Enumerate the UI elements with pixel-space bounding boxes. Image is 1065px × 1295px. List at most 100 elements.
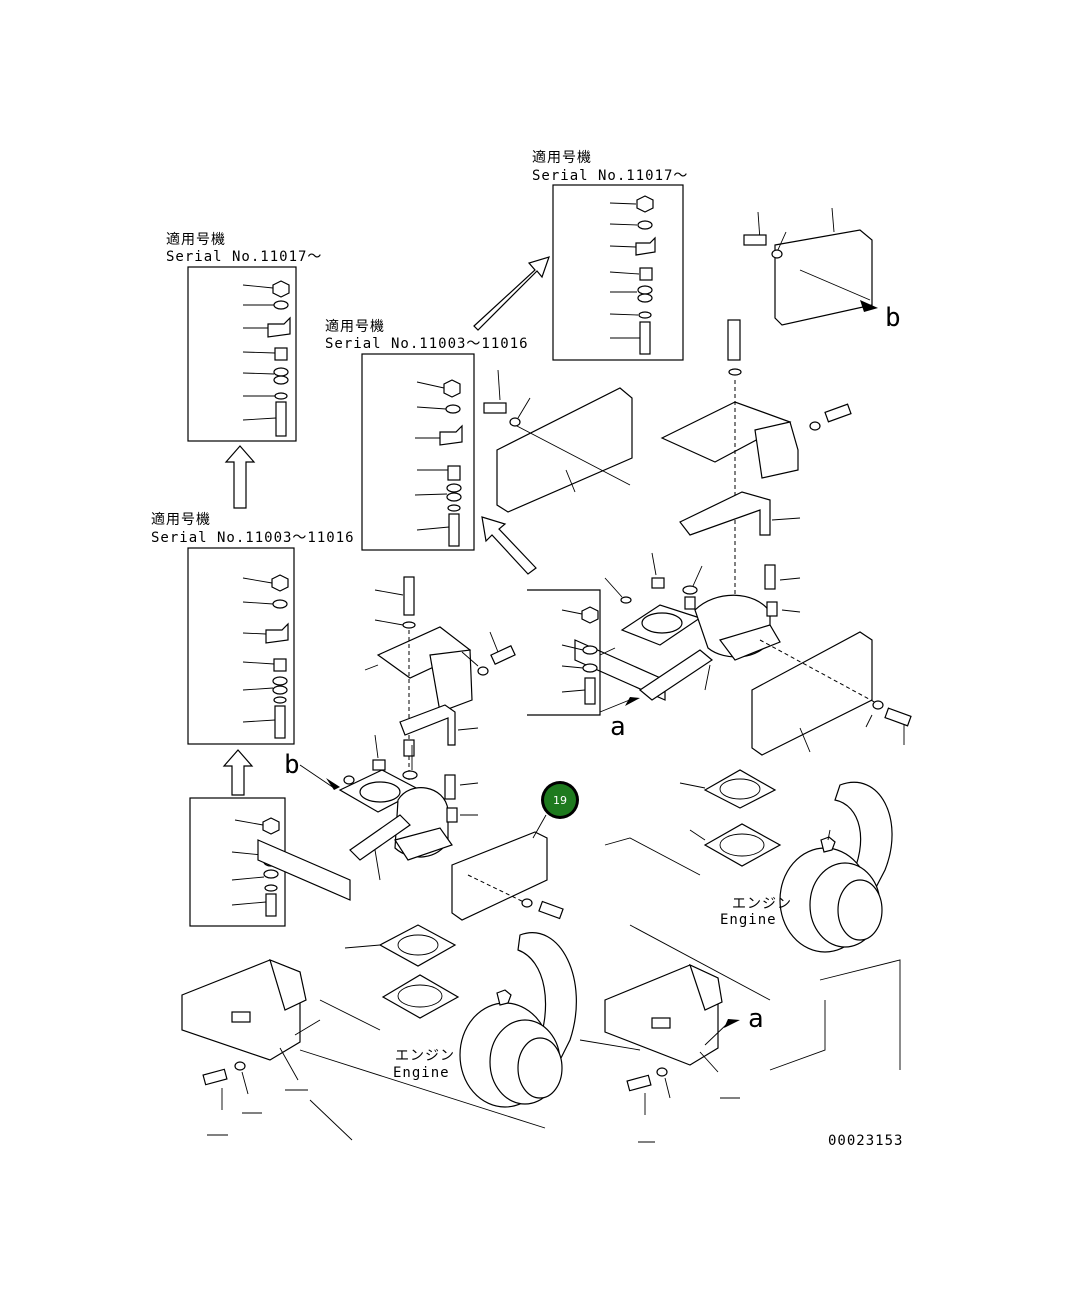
washer-icon	[638, 311, 652, 319]
inset-top-left: 適用号機 Serial No.11017～	[166, 231, 322, 442]
washer-icon	[728, 368, 742, 376]
view-label-b: b	[885, 303, 901, 333]
inset-serial: Serial No.11017～	[166, 249, 322, 265]
bolt-icon	[202, 1068, 228, 1086]
nut-icon	[271, 574, 289, 592]
inset-frame	[187, 266, 297, 442]
washer-icon	[402, 770, 418, 780]
bolt-icon	[626, 1074, 652, 1092]
callout-badge[interactable]	[544, 784, 576, 816]
bolt-icon	[448, 513, 460, 547]
bolt-icon	[639, 321, 651, 355]
turbo-outlet	[517, 1037, 563, 1099]
bracket-bottom-right	[604, 963, 740, 1143]
washer-icon	[637, 285, 653, 295]
bolt-icon	[265, 893, 277, 917]
nut-icon	[372, 759, 386, 771]
drawing-number: 00023153	[828, 1133, 903, 1149]
mount-arm	[349, 814, 411, 861]
engine-outline	[604, 837, 701, 876]
bracket-ear	[269, 958, 307, 1011]
view-label-a: a	[748, 1004, 764, 1034]
arrow-icon	[481, 516, 537, 575]
left-assembly	[257, 576, 564, 1019]
washer-icon	[637, 293, 653, 303]
inset-top-center: 適用号機 Serial No.11017～	[532, 149, 687, 361]
washer-icon	[477, 666, 489, 676]
arrow-icon	[473, 256, 550, 331]
nut-icon	[581, 606, 599, 624]
engine-label-en: Engine	[720, 912, 777, 928]
angle-bracket	[399, 704, 456, 746]
washer-icon	[272, 685, 288, 695]
spacer-icon	[447, 465, 461, 481]
clip-icon	[635, 236, 656, 256]
turbo-inlet-pipe	[834, 781, 893, 896]
nut-icon	[262, 817, 280, 835]
arrow-a-head	[625, 697, 640, 706]
arrow-b-shaft	[299, 764, 335, 789]
inset-title-jp: 適用号機	[151, 511, 211, 528]
bolt-icon	[490, 645, 516, 665]
washer-icon	[771, 249, 783, 259]
arrow-up-icon	[222, 749, 254, 796]
washer-icon	[447, 504, 461, 512]
washer-icon	[273, 375, 289, 385]
inset-serial: Serial No.11003～11016	[151, 530, 355, 546]
flange-opening	[641, 612, 683, 634]
washer-icon	[273, 300, 289, 310]
callout-number[interactable]: 19	[553, 794, 567, 807]
washer-icon	[446, 492, 462, 502]
nut-icon	[496, 989, 512, 1006]
bolt-icon	[483, 402, 507, 414]
engine-label-jp: エンジン	[395, 1048, 455, 1064]
washer-icon	[509, 417, 521, 427]
engine-outline	[769, 1000, 826, 1071]
bolt-icon	[275, 401, 287, 437]
gasket-hole	[397, 984, 443, 1008]
bracket-flange	[429, 649, 473, 713]
bracket-ear	[688, 963, 723, 1011]
hollow-arrows	[222, 256, 550, 796]
clip-icon	[439, 424, 463, 446]
cover-plate-callout	[451, 831, 548, 921]
view-label-b: b	[284, 750, 300, 780]
spacer-icon	[684, 596, 696, 610]
inset-title-jp: 適用号機	[532, 149, 592, 166]
bolt-icon	[884, 707, 912, 727]
spacer-icon	[639, 267, 653, 281]
turbo-outlet	[837, 879, 883, 941]
washer-icon	[582, 663, 598, 673]
bolt-icon	[444, 774, 456, 800]
inset-frame	[187, 547, 295, 745]
washer-icon	[682, 585, 698, 595]
arrow-b-head	[860, 300, 878, 312]
bolt-icon	[727, 319, 741, 361]
callout-leader	[532, 814, 547, 839]
bracket-slot	[651, 1017, 671, 1029]
callout-19[interactable]: 19	[541, 781, 579, 819]
washer-icon	[273, 367, 289, 377]
gasket	[378, 924, 457, 967]
inset-center-mid	[527, 589, 640, 716]
inset-bracket-frame	[527, 589, 601, 716]
washer-icon	[263, 869, 279, 879]
washer-icon	[343, 775, 355, 785]
arrow-up-icon	[224, 445, 256, 509]
bracket-slot	[231, 1011, 251, 1023]
centerline	[467, 874, 531, 906]
nut-icon	[820, 836, 836, 853]
leader	[827, 829, 831, 841]
clip-icon	[267, 316, 291, 338]
gasket-hole	[397, 934, 439, 956]
bracket-flange	[754, 421, 799, 479]
bolt-icon	[274, 705, 286, 739]
duct-base-flange	[394, 827, 453, 861]
view-label-a: a	[610, 712, 626, 742]
inset-serial: Serial No.11003～11016	[325, 336, 529, 352]
centerline	[759, 639, 881, 706]
engine-outline	[819, 959, 901, 1070]
washer-icon	[637, 220, 653, 230]
nut-icon	[272, 280, 290, 298]
